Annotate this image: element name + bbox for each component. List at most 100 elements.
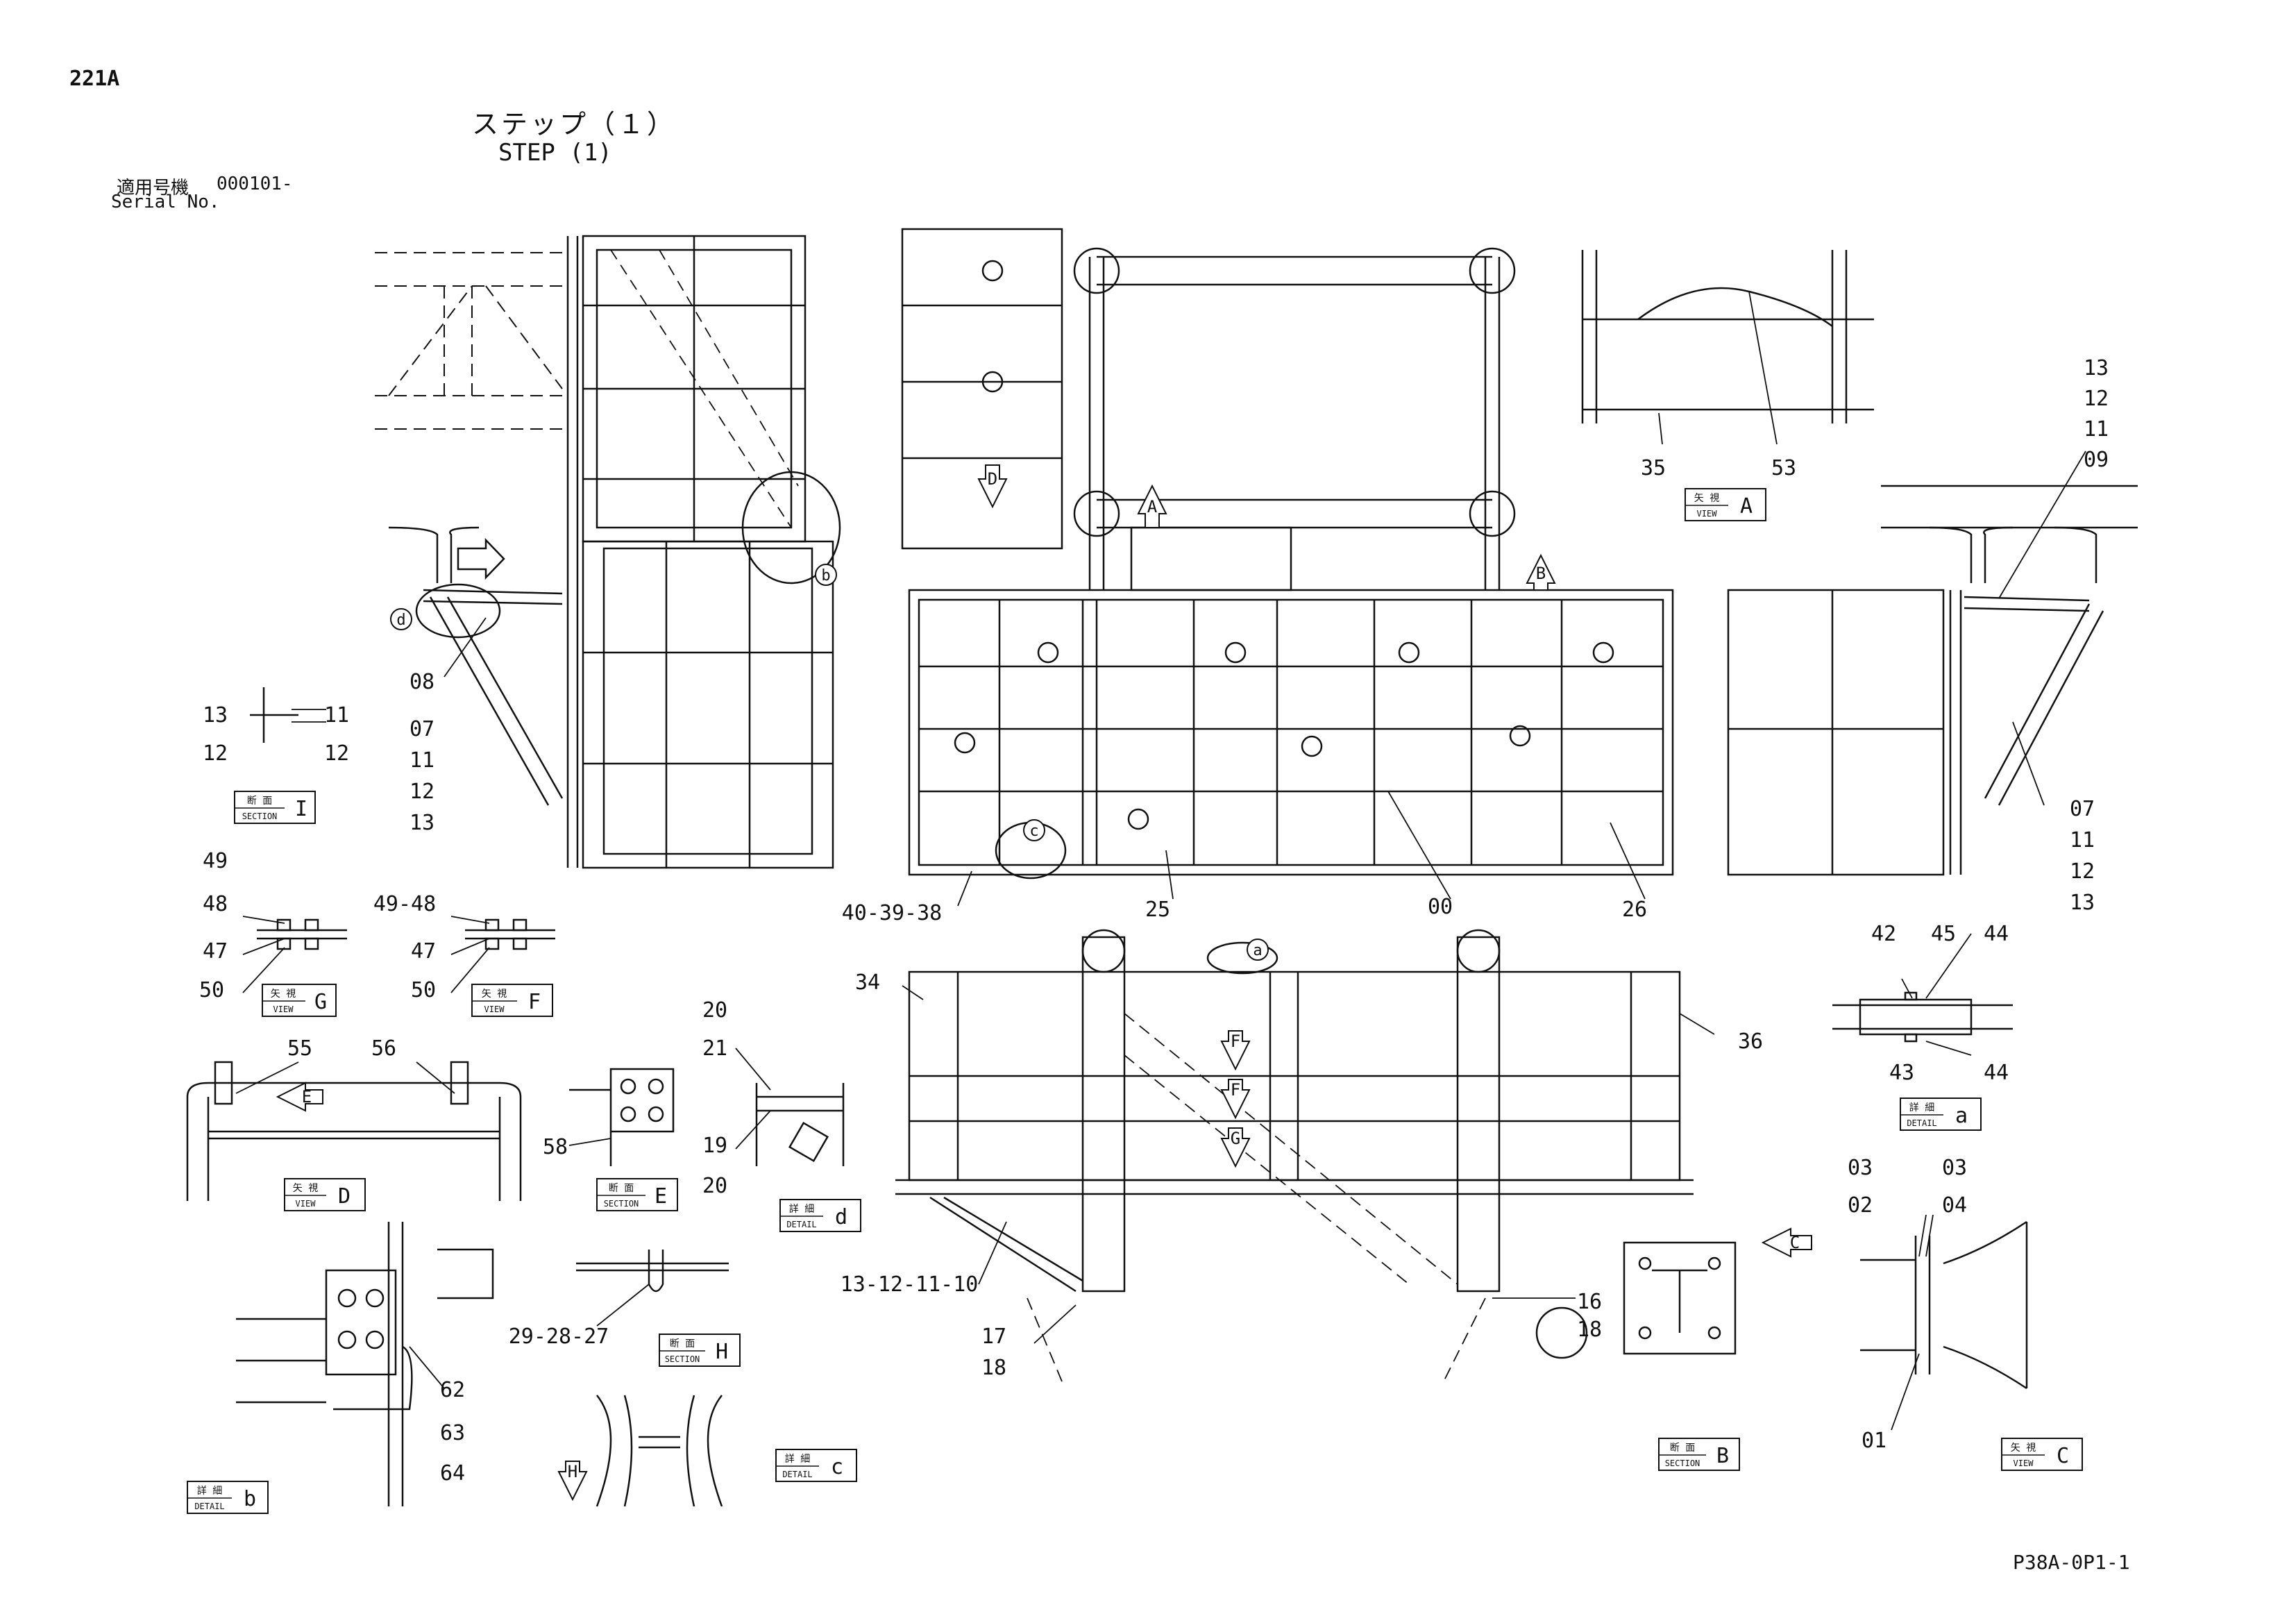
part-number: 12 <box>2084 387 2109 411</box>
part-number: 29-28-27 <box>509 1325 609 1349</box>
svg-text:G: G <box>314 990 327 1014</box>
part-number: 11 <box>324 703 349 728</box>
arrow-e: E <box>276 1082 323 1112</box>
section-b-drawing <box>1623 1241 1737 1355</box>
svg-text:VIEW: VIEW <box>296 1199 316 1209</box>
serial-label-english: Serial No. <box>111 192 220 212</box>
tag-view-g: 矢 視 VIEW G <box>262 984 337 1017</box>
svg-text:d: d <box>835 1205 847 1229</box>
svg-text:詳 細: 詳 細 <box>197 1486 222 1497</box>
tag-section-b: 断 面 SECTION B <box>1658 1438 1740 1471</box>
svg-text:G: G <box>1231 1129 1240 1148</box>
svg-text:VIEW: VIEW <box>273 1004 294 1014</box>
view-tags: 断 面 SECTION I 矢 視 VIEW G 矢 視 VIEW F 矢 視 … <box>187 488 2083 1514</box>
svg-text:I: I <box>295 797 307 821</box>
tag-view-a: 矢 視 VIEW A <box>1685 488 1766 521</box>
part-number: 03 <box>1942 1156 1967 1180</box>
part-number: 12 <box>203 741 228 766</box>
svg-text:c: c <box>1029 823 1038 840</box>
svg-text:a: a <box>1955 1104 1968 1128</box>
arrow-h: H <box>557 1461 588 1502</box>
svg-text:F: F <box>1231 1080 1240 1100</box>
part-number: 45 <box>1931 922 1956 946</box>
detail-circle-b: b <box>815 564 837 586</box>
part-number: 35 <box>1641 456 1666 480</box>
part-number: 49 <box>203 849 228 873</box>
part-number: 40-39-38 <box>842 901 943 925</box>
part-number: 09 <box>2084 448 2109 472</box>
arrow-f-1: F <box>1220 1030 1251 1071</box>
tag-detail-d: 詳 細 DETAIL d <box>779 1199 861 1232</box>
arrow-g: G <box>1220 1127 1251 1168</box>
part-number: 01 <box>1862 1429 1886 1453</box>
tag-detail-c: 詳 細 DETAIL c <box>775 1449 857 1482</box>
part-number: 12 <box>410 780 434 804</box>
part-number: 02 <box>1848 1193 1873 1218</box>
part-number: 04 <box>1942 1193 1967 1218</box>
part-number: 12 <box>324 741 349 766</box>
view-c-drawing <box>1860 1220 2028 1390</box>
svg-text:VIEW: VIEW <box>1697 509 1718 519</box>
arrow-d: D <box>977 464 1008 509</box>
part-number: 56 <box>371 1036 396 1061</box>
detail-a-drawing <box>1832 991 2013 1043</box>
part-number: 63 <box>440 1421 465 1445</box>
part-number: 16 <box>1577 1290 1602 1314</box>
tag-detail-b: 詳 細 DETAIL b <box>187 1481 269 1514</box>
svg-text:c: c <box>831 1455 843 1479</box>
svg-text:B: B <box>1716 1444 1729 1468</box>
part-number: 21 <box>702 1036 727 1061</box>
svg-text:VIEW: VIEW <box>2014 1458 2034 1468</box>
svg-text:断 面: 断 面 <box>247 796 272 807</box>
part-number: 47 <box>411 939 436 964</box>
part-number: 17 <box>981 1325 1006 1349</box>
part-number: 13 <box>2070 891 2095 915</box>
direction-arrows: A B C D E F F G <box>276 464 1812 1502</box>
svg-text:矢 視: 矢 視 <box>1694 493 1719 504</box>
part-number: 12 <box>2070 859 2095 884</box>
svg-text:VIEW: VIEW <box>484 1004 505 1014</box>
part-number: 64 <box>440 1461 465 1486</box>
tag-view-d: 矢 視 VIEW D <box>284 1178 366 1211</box>
small-detail-views <box>186 687 845 1507</box>
part-number: 26 <box>1622 898 1647 922</box>
svg-text:E: E <box>655 1184 667 1209</box>
serial-number-value: 000101- <box>217 174 293 194</box>
part-number: 47 <box>203 939 228 964</box>
svg-text:C: C <box>1790 1233 1800 1252</box>
leader-lines <box>235 291 2086 1431</box>
svg-text:SECTION: SECTION <box>1665 1458 1700 1468</box>
page-code: 221A <box>69 67 120 91</box>
svg-text:SECTION: SECTION <box>242 812 278 821</box>
arrow-b: B <box>1526 553 1556 591</box>
svg-text:A: A <box>1147 497 1158 516</box>
part-number: 19 <box>702 1134 727 1158</box>
part-number: 11 <box>410 748 434 773</box>
left-side-elevation <box>375 235 841 869</box>
part-number: 49-48 <box>373 892 436 916</box>
svg-text:断 面: 断 面 <box>609 1183 634 1194</box>
page-reference: P38A-0P1-1 <box>2013 1551 2130 1574</box>
front-elevation <box>895 929 1694 1382</box>
arrow-c: C <box>1761 1227 1812 1258</box>
detail-reference-circles: a b c d <box>390 564 1269 961</box>
part-number: 08 <box>410 670 434 694</box>
tag-section-i: 断 面 SECTION I <box>234 791 316 824</box>
svg-text:F: F <box>528 990 541 1014</box>
svg-text:SECTION: SECTION <box>665 1354 700 1364</box>
part-number: 00 <box>1428 895 1453 919</box>
arrow-a: A <box>1137 484 1167 528</box>
svg-text:C: C <box>2057 1444 2069 1468</box>
svg-text:断 面: 断 面 <box>1670 1443 1695 1454</box>
part-number: 44 <box>1984 1061 2009 1085</box>
svg-text:b: b <box>821 567 830 585</box>
svg-text:H: H <box>716 1340 728 1364</box>
svg-text:詳 細: 詳 細 <box>1909 1102 1934 1113</box>
svg-text:SECTION: SECTION <box>604 1199 639 1209</box>
svg-text:a: a <box>1253 942 1262 959</box>
svg-text:DETAIL: DETAIL <box>194 1502 224 1511</box>
tag-section-h: 断 面 SECTION H <box>659 1334 741 1367</box>
view-a-drawing <box>1581 250 1874 423</box>
part-number: 48 <box>203 892 228 916</box>
svg-text:E: E <box>302 1087 312 1107</box>
